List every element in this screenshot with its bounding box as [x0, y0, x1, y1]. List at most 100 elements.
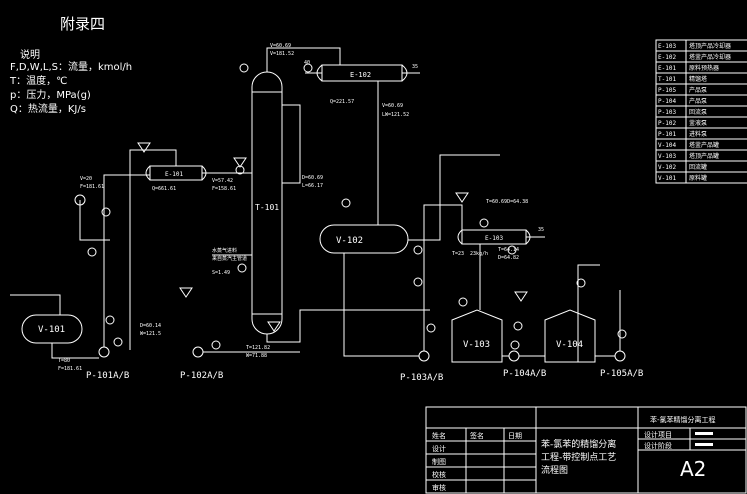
label-e102-q: Q=221.57: [330, 99, 354, 105]
instrument-pi-p104: [513, 321, 523, 331]
instrument-fi-bottom: [211, 340, 221, 350]
equipment-table-id: P-104: [658, 98, 676, 105]
title-block-stage: 设计阶段: [644, 441, 672, 450]
t101-label: T-101: [255, 203, 279, 212]
drawing-name-1: 苯-氯苯的精馏分离: [541, 438, 616, 450]
exchanger-e102: E-102: [316, 64, 408, 82]
label-bottom-2: W=121.5: [140, 331, 161, 337]
stage-value-bar: [695, 443, 713, 446]
title-block-date: 日期: [508, 432, 522, 440]
label-top-vapor-2: V=181.52: [270, 51, 294, 57]
p101-label: P-101A/B: [86, 371, 129, 381]
title-block-company: 苯-氯苯精馏分离工程: [650, 415, 716, 424]
valve-marker-6: [514, 291, 528, 302]
title-block-label: 姓名: [432, 431, 446, 440]
title-block-sign: 签名: [470, 431, 484, 440]
label-e103-right: 35: [538, 227, 544, 233]
column-t101: T-101: [251, 71, 283, 335]
equipment-table-id: V-103: [658, 153, 676, 160]
equipment-table-id: V-101: [658, 175, 676, 182]
project-value-bar: [695, 432, 713, 435]
instrument-ti-bottom: [237, 263, 247, 273]
equipment-table-id: V-104: [658, 142, 676, 149]
title-block-label: 制图: [432, 457, 446, 466]
label-side-1: D=60.69: [302, 175, 323, 181]
equipment-table-name: 回流泵: [689, 108, 707, 116]
vessel-v103: V-103: [451, 309, 503, 363]
instrument-li-feed: [87, 247, 97, 257]
e103-label: E-103: [485, 235, 503, 242]
pump-p101: P-101A/B: [86, 346, 129, 381]
p105-label: P-105A/B: [600, 369, 643, 379]
label-reflux-1: V=60.69: [382, 103, 403, 109]
equipment-table-name: 精馏塔: [689, 75, 707, 83]
e102-label: E-102: [350, 71, 371, 79]
valve-marker-3: [179, 287, 193, 298]
equipment-table-name: 产品泵: [689, 97, 707, 105]
valve-marker-1: [137, 142, 151, 153]
vessel-v102: V-102: [319, 224, 409, 254]
instrument-fi-e103: [479, 218, 489, 228]
title-block-label: 审核: [432, 483, 446, 492]
instrument-ti-v104: [576, 278, 586, 288]
equipment-table-name: 釜液泵: [689, 119, 707, 127]
instrument-ti-top: [239, 63, 249, 73]
instrument-fi-p104: [510, 340, 520, 350]
equipment-table-name: 原料预热器: [689, 64, 719, 72]
label-e101-q: Q=661.61: [152, 186, 176, 192]
sheet-size: A2: [680, 457, 706, 481]
v104-label: V-104: [556, 340, 583, 350]
vessel-v101: V-101: [21, 314, 83, 344]
instrument-li-v103: [458, 297, 468, 307]
label-reflux-2: LW=121.52: [382, 112, 409, 118]
equipment-table-name: 塔顶产品冷却器: [689, 42, 731, 50]
equipment-table-id: P-103: [658, 109, 676, 116]
title-block-project: 设计项目: [644, 430, 672, 439]
drawing-name-2: 工程-带控制点工艺: [541, 451, 616, 463]
p104-label: P-104A/B: [503, 369, 546, 379]
label-p101-1: T=80: [58, 358, 70, 364]
label-e103-side: 23kg/h: [470, 251, 488, 257]
equipment-table-id: V-102: [658, 164, 676, 171]
instrument-ti-feed: [235, 165, 245, 175]
label-p102-1: T=121.82: [246, 345, 270, 351]
equipment-table-id: T-101: [658, 76, 676, 83]
instrument-pi-p105: [617, 329, 627, 339]
equipment-table-id: P-101: [658, 131, 676, 138]
equipment-table-name: 产品泵: [689, 86, 707, 94]
instrument-li-v102: [341, 198, 351, 208]
label-e103-bot-1: T=64.14: [498, 247, 519, 253]
label-steam-2: 来自蒸汽主管道: [212, 255, 247, 262]
instrument-pi-v102: [413, 245, 423, 255]
v103-label: V-103: [463, 340, 490, 350]
p103-label: P-103A/B: [400, 373, 443, 383]
label-e101-out-1: V=57.42: [212, 178, 233, 184]
equipment-table-name: 塔顶产品罐: [689, 152, 719, 160]
equipment-table-name: 回流罐: [689, 163, 707, 171]
equipment-table-name: 原料罐: [689, 174, 707, 182]
label-e102-right: 35: [412, 64, 418, 70]
equipment-table-id: E-101: [658, 65, 676, 72]
valve-marker-4: [267, 321, 281, 332]
p102-label: P-102A/B: [180, 371, 223, 381]
e101-label: E-101: [165, 171, 183, 178]
equipment-table-name: 塔釜产品冷却器: [689, 53, 731, 61]
vessel-v104: V-104: [544, 309, 596, 363]
instrument-pi-feed: [101, 207, 111, 217]
legend-line-pressure: p：压力，MPa(g): [10, 88, 91, 101]
exchanger-e101: E-101: [145, 165, 207, 181]
page-title: 附录四: [60, 15, 105, 33]
instruments: [74, 63, 627, 350]
stream-labels: V=60.69 V=181.52 Q=221.57 V=60.69 LW=121…: [58, 43, 544, 372]
label-e103-top: T=60.69D=64.38: [486, 199, 528, 205]
equipment-table-id: P-102: [658, 120, 676, 127]
v101-label: V-101: [38, 325, 65, 335]
instrument-pi-p101: [113, 337, 123, 347]
label-e103-bot-2: D=64.82: [498, 255, 519, 261]
label-e103-left: T=23: [452, 251, 464, 257]
legend-heading: 说明: [20, 48, 40, 61]
equipment-table-id: P-105: [658, 87, 676, 94]
valve-marker-5: [455, 192, 469, 203]
